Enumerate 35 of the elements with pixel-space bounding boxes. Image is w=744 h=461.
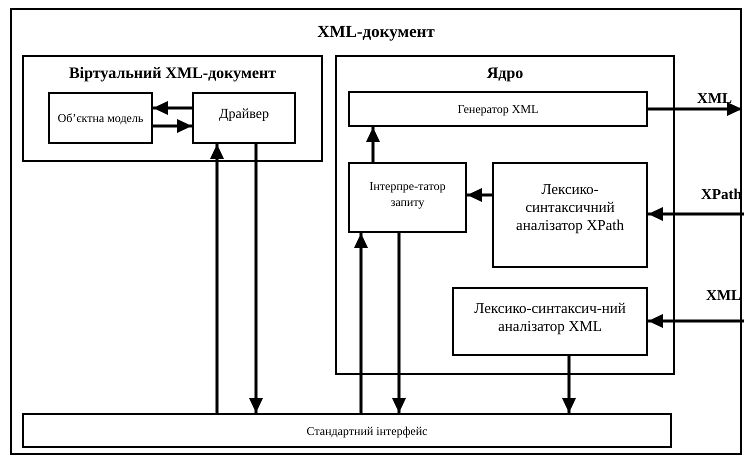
process-box [48, 92, 153, 144]
arrow [210, 144, 224, 413]
group-box [10, 8, 742, 455]
edge-label: XML [706, 287, 741, 305]
arrow [249, 144, 263, 413]
box-label: Лексико-синтаксичний аналізатор XPath [515, 181, 625, 235]
edge-label: XPath [701, 186, 742, 204]
arrow [648, 314, 744, 328]
box-label: Стандартний інтерфейс [306, 422, 428, 440]
process-box [192, 92, 296, 144]
arrow [153, 101, 192, 115]
arrow [467, 188, 492, 202]
group-heading: Віртуальний XML-документ [68, 64, 278, 84]
group-heading: XML-документ [316, 21, 436, 43]
arrow [648, 207, 744, 221]
arrow [153, 119, 192, 133]
process-box [348, 91, 648, 127]
arrow [648, 102, 742, 116]
process-box [348, 162, 467, 233]
arrow [392, 233, 406, 413]
box-label: Об’єктна модель [58, 110, 144, 126]
box-label: Лексико-синтаксич-ний аналізатор XML [473, 300, 627, 336]
arrow [562, 356, 576, 413]
group-box [335, 55, 675, 375]
box-label: Драйвер [219, 106, 269, 124]
arrow [366, 127, 380, 162]
arrow [354, 233, 368, 413]
box-label: Генератор XML [458, 101, 538, 118]
group-heading: Ядро [486, 64, 524, 84]
group-box [22, 55, 323, 162]
process-box [22, 413, 672, 448]
box-label: Інтерпре-татор запиту [368, 178, 447, 210]
process-box [492, 162, 648, 268]
edge-label: XML [697, 90, 732, 108]
process-box [452, 287, 648, 356]
